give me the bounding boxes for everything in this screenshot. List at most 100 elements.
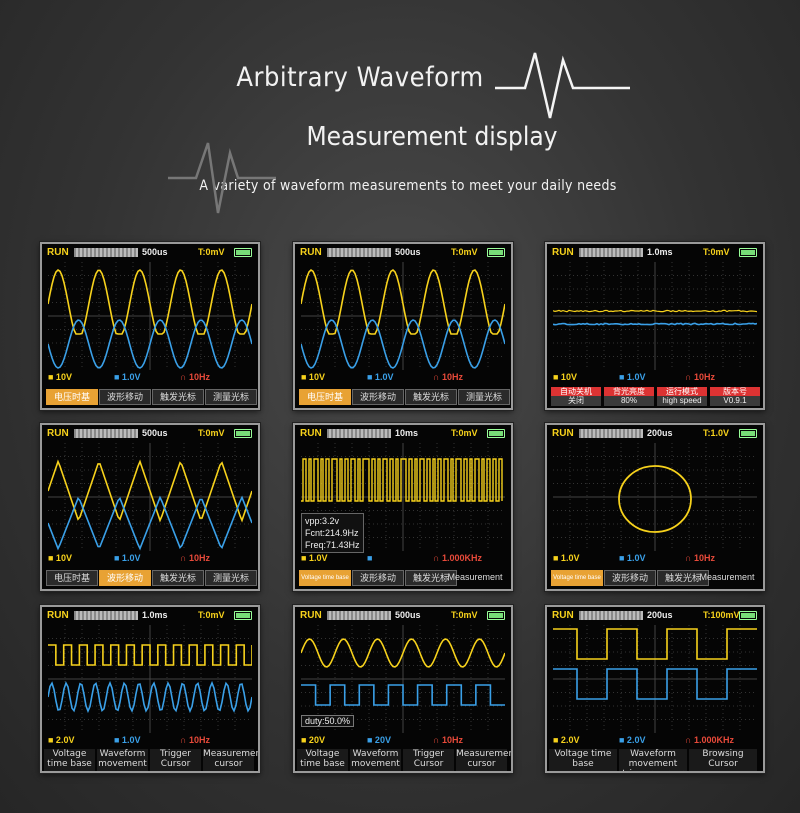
run-indicator: RUN <box>300 247 322 258</box>
status-bar: RUN200usT:100mV <box>547 607 763 623</box>
waveform-overview[interactable] <box>327 429 391 438</box>
measurement-box: vpp:3.2vFcnt:214.9HzFreq:71.43Hz <box>301 513 364 553</box>
waveform-svg <box>48 625 252 733</box>
waveform-svg <box>48 443 252 551</box>
ch2-scale: ■ 20V <box>367 735 391 745</box>
status-bar: RUN10msT:0mV <box>295 425 511 441</box>
menu-button-1[interactable]: 电压时基 <box>46 389 98 405</box>
waveform-overview[interactable] <box>74 248 138 257</box>
ch1-scale: ■ 20V <box>301 735 325 745</box>
menu-button-1[interactable]: 电压时基 <box>299 389 351 405</box>
frequency-readout: ∩ 10Hz <box>685 553 715 563</box>
soft-key-menu: 电压时基波形移动触发光标测量光标 <box>42 386 258 408</box>
ch2-scale: ■ 1.0V <box>367 372 393 382</box>
function-label-3[interactable]: Trigger Cursor <box>150 749 201 771</box>
setting-head: 运行模式 <box>657 387 707 396</box>
setting-tile-2[interactable]: 背光亮度80% <box>604 387 654 406</box>
ch1-scale: ■ 10V <box>48 372 72 382</box>
timebase-readout: 1.0ms <box>647 247 673 257</box>
menu-button-2[interactable]: 波形移动 <box>99 570 151 586</box>
run-indicator: RUN <box>552 428 574 439</box>
frequency-readout: ∩ 1.000KHz <box>433 553 482 563</box>
menu-button-1[interactable]: 电压时基 <box>46 570 98 586</box>
ch2-scale: ■ 1.0V <box>114 735 140 745</box>
run-indicator: RUN <box>300 610 322 621</box>
menu-button-4[interactable]: Measurement cursor <box>435 570 513 584</box>
run-indicator: RUN <box>47 247 69 258</box>
menu-button-3[interactable]: 触发光标 <box>152 389 204 405</box>
function-label-3[interactable]: Browsing Cursor <box>689 749 757 771</box>
waveform-overview[interactable] <box>579 611 643 620</box>
waveform-overview[interactable] <box>327 611 391 620</box>
function-label-2[interactable]: Waveform movement trigger cursor <box>619 749 687 771</box>
waveform-overview[interactable] <box>327 248 391 257</box>
status-bar: RUN500usT:0mV <box>295 244 511 260</box>
function-label-4[interactable]: Measurement cursor <box>456 749 507 771</box>
scope-screen-9: RUN200usT:100mV■ 2.0V■ 2.0V∩ 1.000KHzVol… <box>545 605 765 773</box>
menu-button-1[interactable]: Voltage time base <box>299 570 351 586</box>
waveform-overview[interactable] <box>74 611 138 620</box>
scope-screen-3: RUN1.0msT:0mV■ 10V■ 1.0V∩ 10Hz自动关机关闭背光亮度… <box>545 242 765 410</box>
menu-button-2[interactable]: 波形移动 <box>352 389 404 405</box>
setting-tile-1[interactable]: 自动关机关闭 <box>551 387 601 406</box>
pulse-decoration-left <box>168 138 278 223</box>
measurement-line: vpp:3.2v <box>305 515 360 527</box>
menu-button-4[interactable]: 测量光标 <box>458 389 510 405</box>
waveform-overview[interactable] <box>579 248 643 257</box>
battery-icon <box>487 611 505 620</box>
soft-key-menu: Voltage time baseWaveform movementTrigge… <box>42 749 258 771</box>
frequency-readout: ∩ 10Hz <box>685 372 715 382</box>
title-line-1: Arbitrary Waveform <box>0 62 760 93</box>
setting-tile-4[interactable]: 版本号V0.9.1 <box>710 387 760 406</box>
menu-button-2[interactable]: 波形移动 <box>604 570 656 586</box>
function-label-1[interactable]: Voltage time base <box>549 749 617 771</box>
channel-status: ■ 1.0V■ 1.0V∩ 10Hz <box>553 553 757 565</box>
menu-button-3[interactable]: 触发光标 <box>405 389 457 405</box>
menu-button-3[interactable]: 触发光标 <box>152 570 204 586</box>
function-label-2[interactable]: Waveform movement <box>350 749 401 771</box>
waveform-overview[interactable] <box>74 429 138 438</box>
setting-head: 自动关机 <box>551 387 601 396</box>
channel-status: ■ 20V■ 20V∩ 10Hz <box>301 735 505 747</box>
function-label-3[interactable]: Trigger Cursor <box>403 749 454 771</box>
function-label-2[interactable]: Waveform movement <box>97 749 148 771</box>
menu-button-4[interactable]: 测量光标 <box>205 389 257 405</box>
function-label-4[interactable]: Measurement cursor <box>203 749 254 771</box>
menu-button-4[interactable]: 测量光标 <box>205 570 257 586</box>
trigger-readout: T:0mV <box>703 247 730 257</box>
trigger-readout: T:100mV <box>703 610 740 620</box>
ch2-scale: ■ 1.0V <box>114 553 140 563</box>
setting-head: 背光亮度 <box>604 387 654 396</box>
channel-status: ■ 2.0V■ 2.0V∩ 1.000KHz <box>553 735 757 747</box>
soft-key-menu: Voltage time base波形移动触发光标Measurement cur… <box>295 567 511 589</box>
scope-screen-8: RUN500usT:0mVduty:50.0%■ 20V■ 20V∩ 10HzV… <box>293 605 513 773</box>
scope-screen-4: RUN500usT:0mV■ 10V■ 1.0V∩ 10Hz电压时基波形移动触发… <box>40 423 260 591</box>
menu-button-2[interactable]: 波形移动 <box>352 570 404 586</box>
menu-button-2[interactable]: 波形移动 <box>99 389 151 405</box>
status-bar: RUN1.0msT:0mV <box>547 244 763 260</box>
function-label-1[interactable]: Voltage time base <box>44 749 95 771</box>
waveform-plot <box>48 262 252 370</box>
trigger-readout: T:0mV <box>198 610 225 620</box>
function-label-1[interactable]: Voltage time base <box>297 749 348 771</box>
trigger-readout: T:0mV <box>451 428 478 438</box>
setting-tile-3[interactable]: 运行模式high speed <box>657 387 707 406</box>
waveform-svg <box>301 262 505 370</box>
ch2-scale: ■ 2.0V <box>619 735 645 745</box>
trigger-readout: T:1.0V <box>703 428 729 438</box>
scope-screen-6: RUN 200us T:1.0V ■ 1.0V■ 1.0V∩ 10HzVoltage … <box>545 423 765 591</box>
setting-value: 80% <box>621 396 637 405</box>
menu-button-4[interactable]: Measurement cursor <box>687 570 765 584</box>
frequency-readout: ∩ 1.000KHz <box>685 735 734 745</box>
trigger-readout: T:0mV <box>198 428 225 438</box>
timebase-readout: 500us <box>395 610 421 620</box>
ch1-scale: ■ 1.0V <box>301 553 327 563</box>
run-indicator: RUN <box>47 610 69 621</box>
battery-icon <box>234 611 252 620</box>
timebase-readout: 200us <box>647 428 673 438</box>
waveform-svg <box>553 262 757 370</box>
status-bar: RUN500usT:0mV <box>42 244 258 260</box>
waveform-overview[interactable] <box>579 429 643 438</box>
run-indicator: RUN <box>47 428 69 439</box>
menu-button-1[interactable]: Voltage time base <box>551 570 603 586</box>
